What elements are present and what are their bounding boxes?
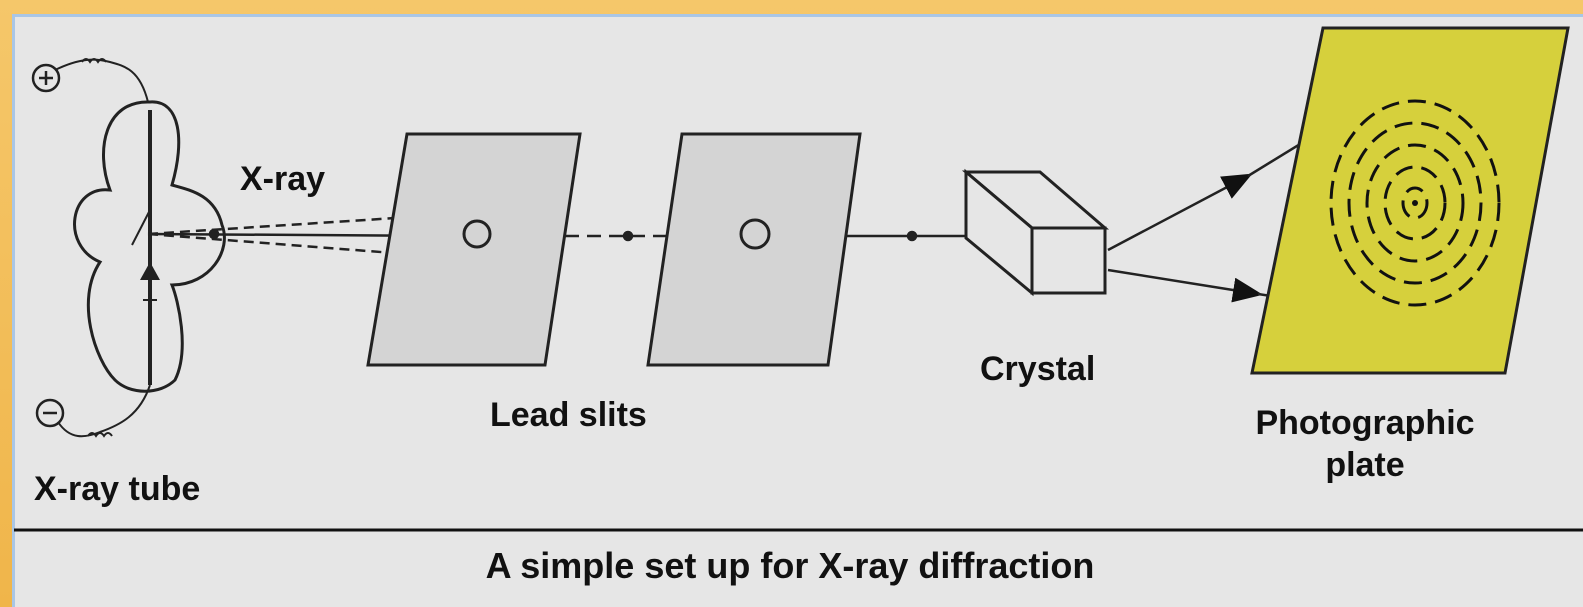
photographic-plate (1250, 26, 1570, 375)
minus-terminal-icon (35, 398, 65, 428)
xray-label: X-ray (240, 160, 325, 198)
diffraction-rings (1329, 99, 1501, 307)
crystal-label: Crystal (980, 350, 1095, 388)
plate-label-line1: Photographic (1255, 404, 1474, 442)
lead-slits-label: Lead slits (490, 396, 647, 434)
xray-tube (54, 58, 226, 438)
diagram-caption: A simple set up for X-ray diffraction (486, 545, 1095, 586)
plus-terminal-icon (31, 63, 61, 93)
xray-tube-label: X-ray tube (34, 470, 200, 508)
lead-slit-2 (646, 132, 862, 367)
crystal (961, 168, 1110, 297)
lead-slit-1 (366, 132, 582, 367)
plate-label-line2: plate (1325, 446, 1404, 484)
